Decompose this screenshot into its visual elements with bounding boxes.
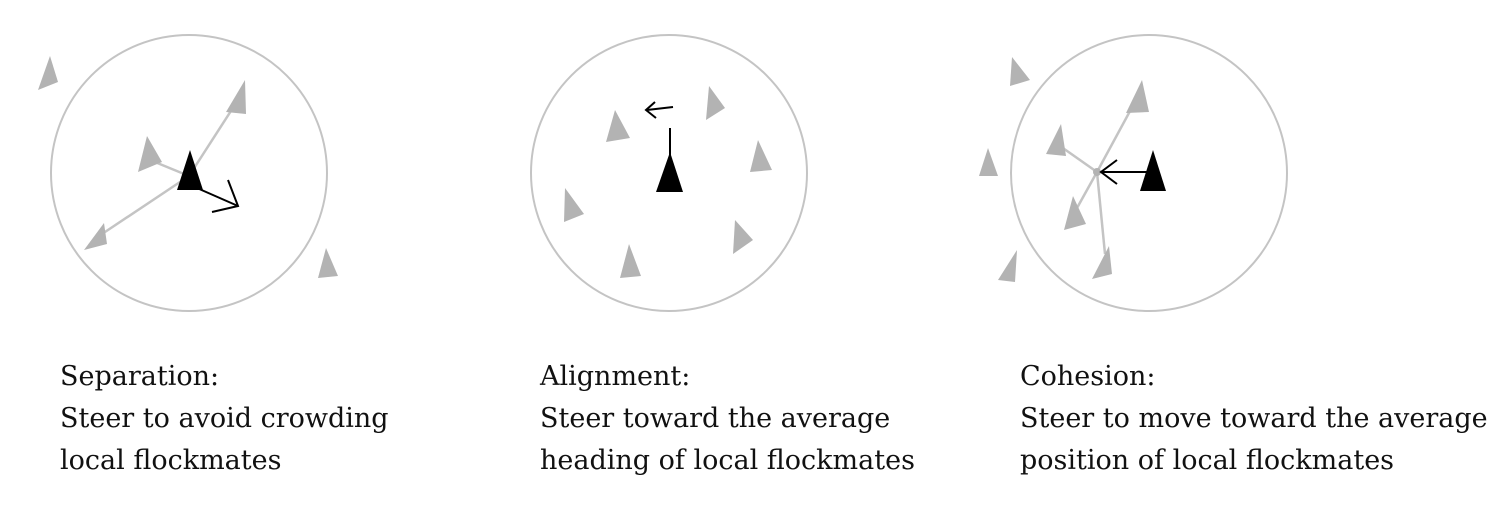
separation-caption: Separation: Steer to avoid crowding loca… [60,356,389,482]
neighbor-boid [606,110,630,142]
neighbor-boid [1010,57,1030,86]
steer-arrow [196,187,239,207]
neighbor-boid [138,136,162,172]
neighbor-boid [750,140,772,172]
cohesion-caption: Cohesion: Steer to move toward the avera… [1020,356,1488,482]
caption-line: position of local flockmates [1020,445,1395,476]
neighbor-boid [1064,196,1086,230]
neighbor-boid [706,86,725,120]
influence-line [1059,144,1098,174]
neighbor-boid [226,80,246,114]
neighbor-boid [84,223,107,250]
caption-line: local flockmates [60,445,282,476]
neighbor-boid [620,244,641,278]
caption-line: heading of local flockmates [540,445,915,476]
alignment-caption: Alignment: Steer toward the average head… [540,356,915,482]
influence-line [187,99,240,177]
neighbor-boid [1046,124,1066,156]
cohesion-diagram [979,34,1288,312]
center-of-mass-dot [1093,168,1101,176]
focus-boid [1140,150,1166,191]
caption-line: Steer to avoid crowding [60,403,389,434]
steer-arrow-head [1099,159,1118,185]
influence-line [95,174,190,240]
neighbor-boid [564,188,584,222]
cohesion-panel: Cohesion: Steer to move toward the avera… [960,0,1488,520]
neighbor-boid [38,56,58,90]
neighbor-boid [1126,80,1149,113]
alignment-diagram [530,34,808,312]
neighbor-boid [998,250,1017,282]
caption-title: Alignment: [540,361,691,392]
caption-title: Separation: [60,361,220,392]
separation-panel: Separation: Steer to avoid crowding loca… [0,0,480,520]
steer-arrow [646,106,674,111]
neighborhood-radius-circle [50,34,328,312]
neighbor-boid [1092,246,1112,279]
neighborhood-radius-circle [1010,34,1288,312]
focus-boid [656,152,683,192]
focus-boid [177,150,203,190]
neighbor-boid [318,248,338,278]
neighbor-boid [733,220,753,254]
steer-arrow-head [211,179,240,213]
caption-title: Cohesion: [1020,361,1156,392]
neighbor-boid [979,148,998,176]
neighborhood-radius-circle [530,34,808,312]
alignment-panel: Alignment: Steer toward the average head… [480,0,960,520]
influence-line [1095,171,1107,255]
influence-line [1075,171,1099,209]
separation-diagram [38,34,338,312]
steer-arrow-head [644,101,657,119]
caption-line: Steer toward the average [540,403,891,434]
caption-line: Steer to move toward the average [1020,403,1488,434]
